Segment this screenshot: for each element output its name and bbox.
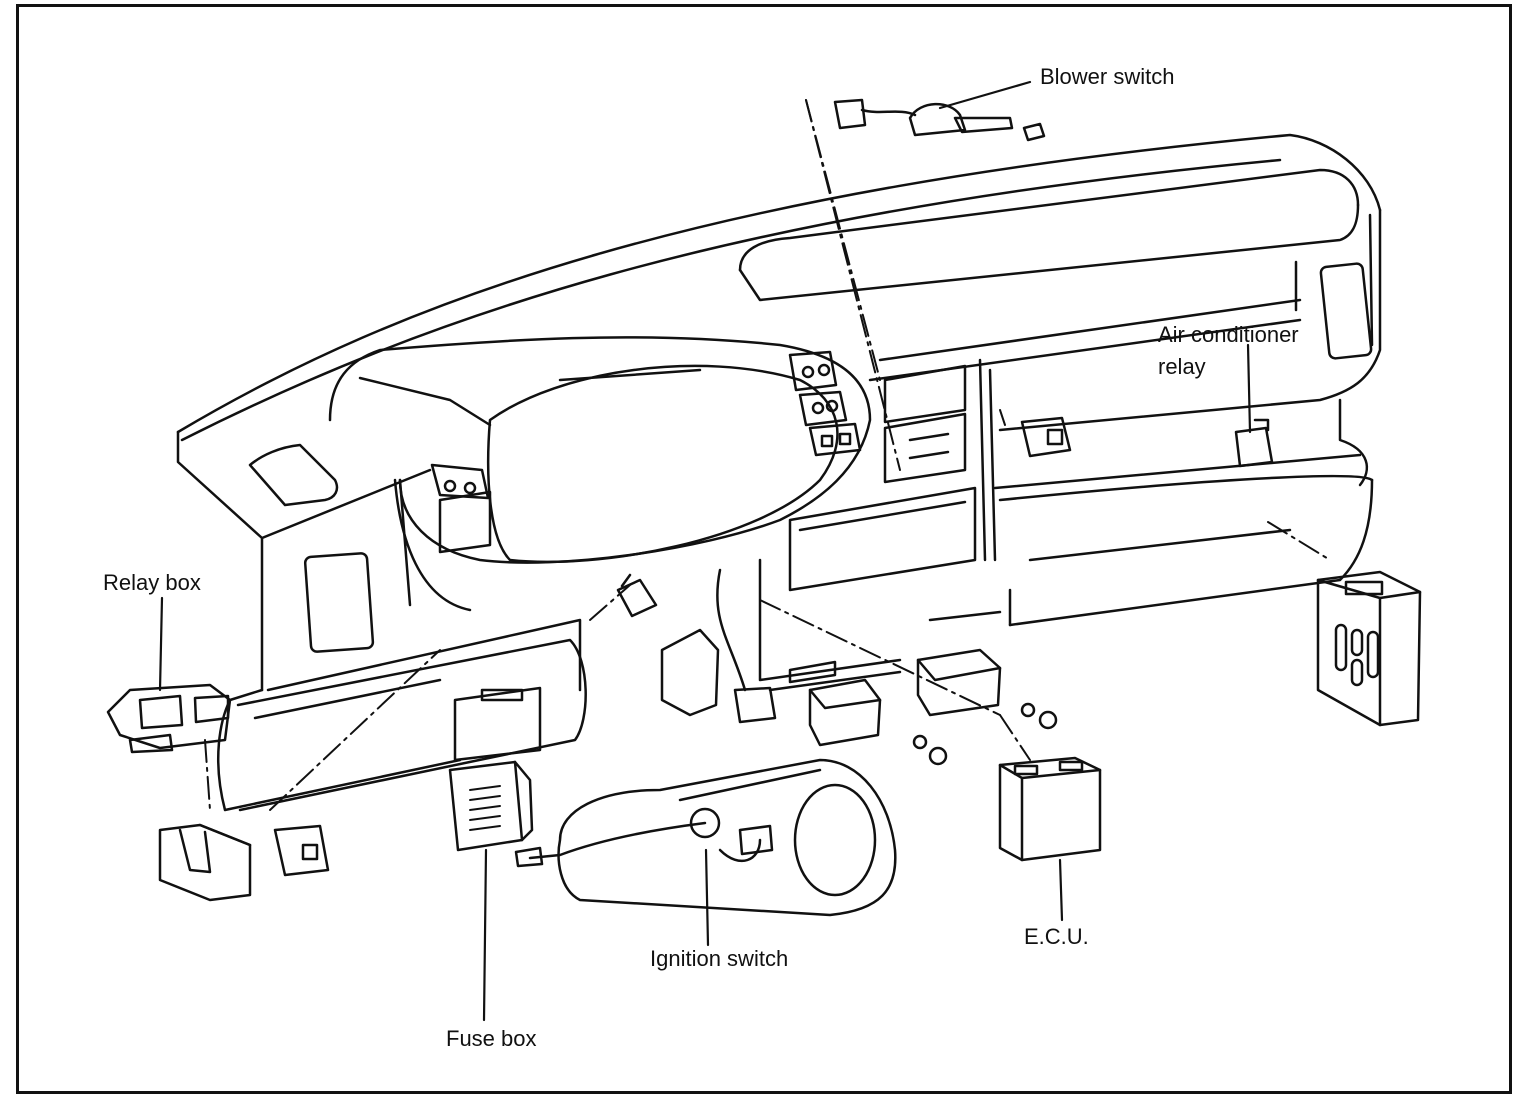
ecu-part xyxy=(998,756,1102,862)
small-relay xyxy=(273,824,330,877)
label-fuse-box: Fuse box xyxy=(446,1026,537,1051)
label-relay-box: Relay box xyxy=(103,570,201,595)
label-ecu: E.C.U. xyxy=(1024,924,1089,949)
left-switch xyxy=(430,463,490,500)
center-switches xyxy=(788,350,862,457)
glove-box-latch xyxy=(480,688,524,702)
right-module xyxy=(1316,570,1422,727)
label-leaders xyxy=(158,80,1252,1022)
label-blower-switch: Blower switch xyxy=(1040,64,1175,89)
right-vent xyxy=(1319,262,1373,360)
label-ignition-switch: Ignition switch xyxy=(650,946,789,971)
glove-box-door xyxy=(453,686,542,762)
top-left-vent xyxy=(248,443,339,507)
bulb-socket xyxy=(616,573,658,618)
control-modules xyxy=(808,648,1058,766)
label-air-conditioner-relay-line2: relay xyxy=(1158,354,1206,379)
dashboard-panel xyxy=(176,133,1382,812)
relay-box-part xyxy=(106,683,232,754)
lower-left-relay xyxy=(158,823,252,902)
center-relay-blocks xyxy=(660,568,777,724)
label-air-conditioner-relay-line1: Air conditioner xyxy=(1158,322,1299,347)
air-conditioner-relay-part xyxy=(1234,418,1274,468)
blower-switch-part xyxy=(833,98,1046,142)
leader-lines xyxy=(204,99,1331,811)
left-vent xyxy=(303,552,375,653)
ignition-switch-part xyxy=(514,758,897,917)
fuse-box-part xyxy=(448,760,534,852)
center-panel xyxy=(788,486,977,592)
diagram-border xyxy=(16,4,1512,1094)
right-small-relay xyxy=(1020,416,1072,458)
